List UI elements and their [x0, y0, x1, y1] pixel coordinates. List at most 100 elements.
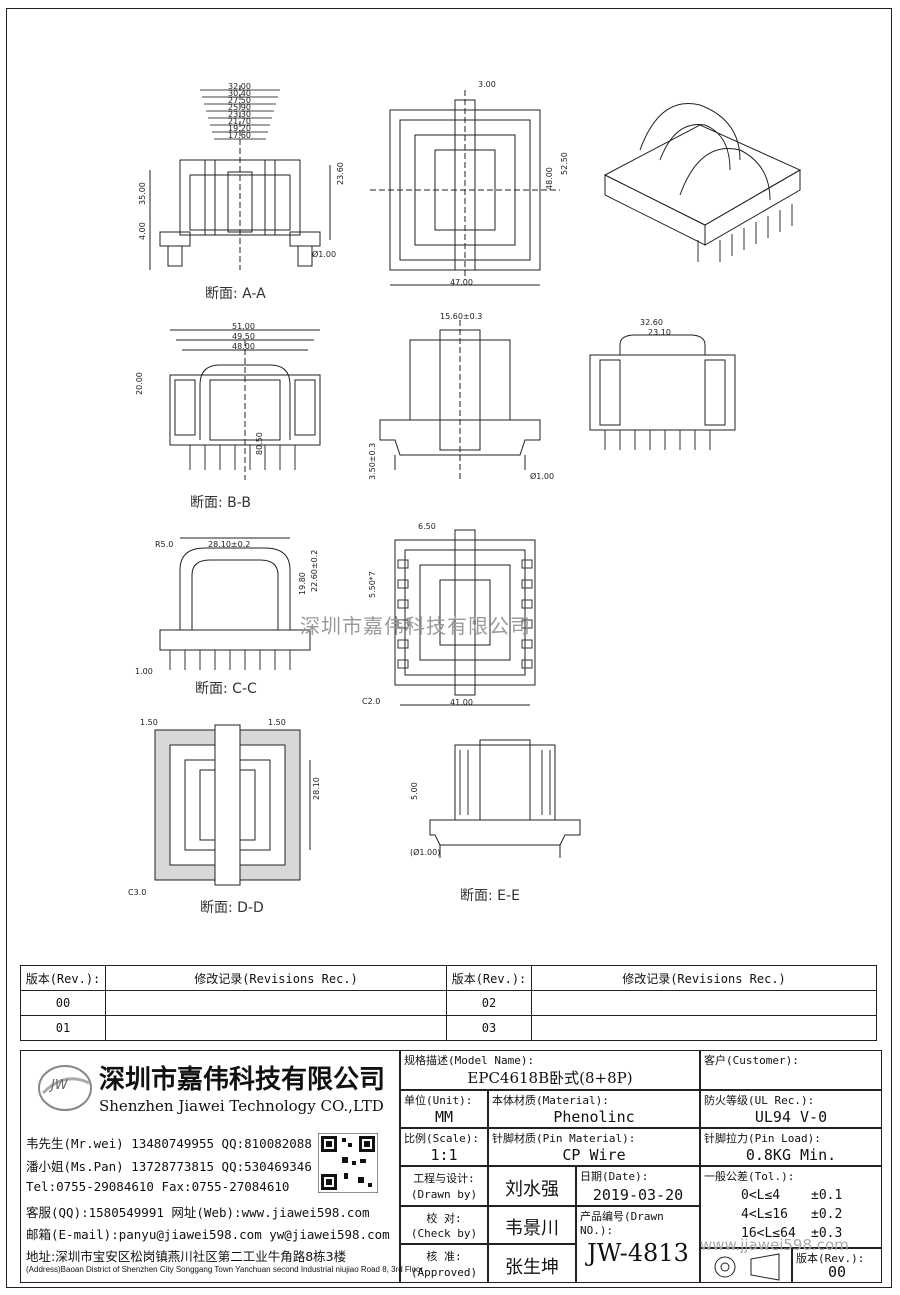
company-logo [38, 1065, 92, 1111]
section-aa-drawing [149, 85, 331, 270]
check-by-value: 韦景川 [505, 1218, 559, 1239]
section-ee-label: 断面: E-E [460, 888, 520, 904]
dimension-label: 32.00 [228, 82, 251, 91]
contact-line: 韦先生(Mr.wei) 13480749955 QQ:810082088 [26, 1136, 312, 1151]
dimension-label: 32.60 [640, 318, 663, 327]
tol-value: ±0.3 [811, 1226, 843, 1241]
approved-by-value-cell: 张生坤 [488, 1244, 576, 1283]
approved-by-cell: 核 准: (Approved) [400, 1244, 488, 1283]
date-value: 2019-03-20 [592, 1186, 684, 1204]
check-caption: 校 对: [426, 1212, 462, 1225]
rev-header-2: 版本(Rev.): [446, 965, 532, 991]
dimension-label: 23.10 [648, 328, 671, 337]
dimension-label: 23.60 [336, 162, 345, 185]
dimension-label: 51.00 [232, 322, 255, 331]
dimension-label: 35.00 [138, 182, 147, 205]
dimension-label: R5.0 [155, 540, 174, 549]
section-dd-drawing [154, 724, 311, 886]
dimension-label: C3.0 [128, 888, 147, 897]
material-cell: 本体材质(Material): Phenolinc [488, 1090, 700, 1128]
section-bb-drawing [169, 329, 321, 480]
pin-load-caption: 针脚拉力(Pin Load): [704, 1132, 821, 1145]
tol-range: 4<L≤16 [741, 1207, 788, 1222]
tol-range: 16<L≤64 [741, 1226, 796, 1241]
pin-load-cell: 针脚拉力(Pin Load): 0.8KG Min. [700, 1128, 882, 1166]
dimension-label: 47.00 [450, 278, 473, 287]
dimension-label: 41.00 [450, 698, 473, 707]
end-view-drawing [589, 334, 736, 450]
dimension-label: 22.60±0.2 [310, 549, 319, 592]
rev-cell: 版本(Rev.): 00 [792, 1248, 882, 1283]
top-view-drawing [370, 90, 560, 286]
tol-value: ±0.2 [811, 1207, 843, 1222]
rec-header-2: 修改记录(Revisions Rec.) [531, 965, 877, 991]
company-name-cn: 深圳市嘉伟科技有限公司 [99, 1065, 386, 1095]
rec-cell [105, 1015, 447, 1041]
drawn-by-value-cell: 刘水强 [488, 1166, 576, 1206]
dimension-label: 48.00 [545, 167, 554, 190]
model-value: EPC4618B卧式(8+8P) [467, 1069, 633, 1087]
section-dd-label: 断面: D-D [200, 900, 264, 916]
dimension-label: 48.00 [232, 342, 255, 351]
model-cell: 规格描述(Model Name): EPC4618B卧式(8+8P) [400, 1050, 700, 1090]
ul-value: UL94 V-0 [754, 1108, 828, 1126]
scale-cell: 比例(Scale): 1:1 [400, 1128, 488, 1166]
logo-text: JW [51, 1078, 68, 1093]
watermark-text: 深圳市嘉伟科技有限公司 [300, 614, 531, 638]
dimension-label: 15.60±0.3 [440, 312, 483, 321]
dimension-label: (Ø1.00) [410, 848, 441, 857]
drawn-caption: 工程与设计: [413, 1172, 475, 1185]
site-watermark: www.jjawei598.com [700, 1236, 849, 1254]
contact-line: Tel:0755-29084610 Fax:0755-27084610 [26, 1179, 290, 1194]
tolerance-cell: 一般公差(Tol.): 0<L≤4 ±0.1 4<L≤16 ±0.2 16<L≤… [700, 1166, 882, 1248]
table-row: 01 03 [20, 1015, 877, 1041]
dimension-label: 25.90 [228, 103, 251, 112]
dimension-label: 1.50 [268, 718, 286, 727]
section-aa-label: 断面: A-A [205, 286, 266, 302]
scale-caption: 比例(Scale): [404, 1132, 479, 1145]
dimension-label: 21.70 [228, 117, 251, 126]
iso-view-drawing [603, 103, 802, 262]
address-cn: 地址:深圳市宝安区松岗镇燕川社区第二工业牛角路8栋3楼 [26, 1249, 347, 1264]
dimension-label: 28.10±0.2 [208, 540, 251, 549]
rev-header: 版本(Rev.): [20, 965, 106, 991]
unit-value: MM [434, 1108, 454, 1126]
dimension-label: 20.00 [135, 372, 144, 395]
date-cell: 日期(Date): 2019-03-20 [576, 1166, 700, 1206]
pin-material-caption: 针脚材质(Pin Material): [492, 1132, 636, 1145]
dimension-label: Ø1.00 [312, 250, 337, 259]
dimension-label: 23.30 [228, 110, 251, 119]
company-block: JW 深圳市嘉伟科技有限公司 Shenzhen Jiawei Technolog… [20, 1050, 400, 1283]
rec-cell [105, 990, 447, 1016]
material-caption: 本体材质(Material): [492, 1094, 609, 1107]
rec-header: 修改记录(Revisions Rec.) [105, 965, 447, 991]
dimension-label: 28.10 [312, 777, 321, 800]
rev-cell: 02 [446, 990, 532, 1016]
dimension-label: 6.50 [418, 522, 436, 531]
table-row: 00 02 [20, 990, 877, 1016]
company-name-en: Shenzhen Jiawei Technology CO.,LTD [99, 1097, 384, 1115]
section-cc-drawing [159, 537, 311, 670]
tolerance-caption: 一般公差(Tol.): [704, 1170, 795, 1183]
check-by-cell: 校 对: (Check by) [400, 1206, 488, 1244]
rev-cell: 01 [20, 1015, 106, 1041]
ul-cell: 防火等级(UL Rec.): UL94 V-0 [700, 1090, 882, 1128]
unit-cell: 单位(Unit): MM [400, 1090, 488, 1128]
contact-line: 客服(QQ):1580549991 网址(Web):www.jiawei598.… [26, 1205, 370, 1220]
approved-by-value: 张生坤 [505, 1257, 559, 1278]
rec-cell [531, 990, 877, 1016]
check-by-value-cell: 韦景川 [488, 1206, 576, 1244]
contact-line: 邮箱(E-mail):panyu@jiawei598.com yw@jiawei… [26, 1227, 390, 1242]
approved-caption: 核 准: [426, 1250, 462, 1263]
dimension-label: 49.50 [232, 332, 255, 341]
contact-line: 潘小姐(Ms.Pan) 13728773815 QQ:530469346 [26, 1159, 312, 1174]
qr-code [318, 1133, 378, 1193]
drawing-frame [6, 8, 892, 1288]
dimension-label: 5.00 [410, 782, 419, 800]
pin-load-value: 0.8KG Min. [745, 1146, 837, 1164]
side-view-drawing [379, 320, 541, 480]
section-ee-drawing [429, 739, 581, 858]
dimension-label: 80.50 [255, 432, 264, 455]
customer-caption: 客户(Customer): [704, 1054, 799, 1067]
address-en: (Address)Baoan District of Shenzhen City… [26, 1265, 424, 1274]
